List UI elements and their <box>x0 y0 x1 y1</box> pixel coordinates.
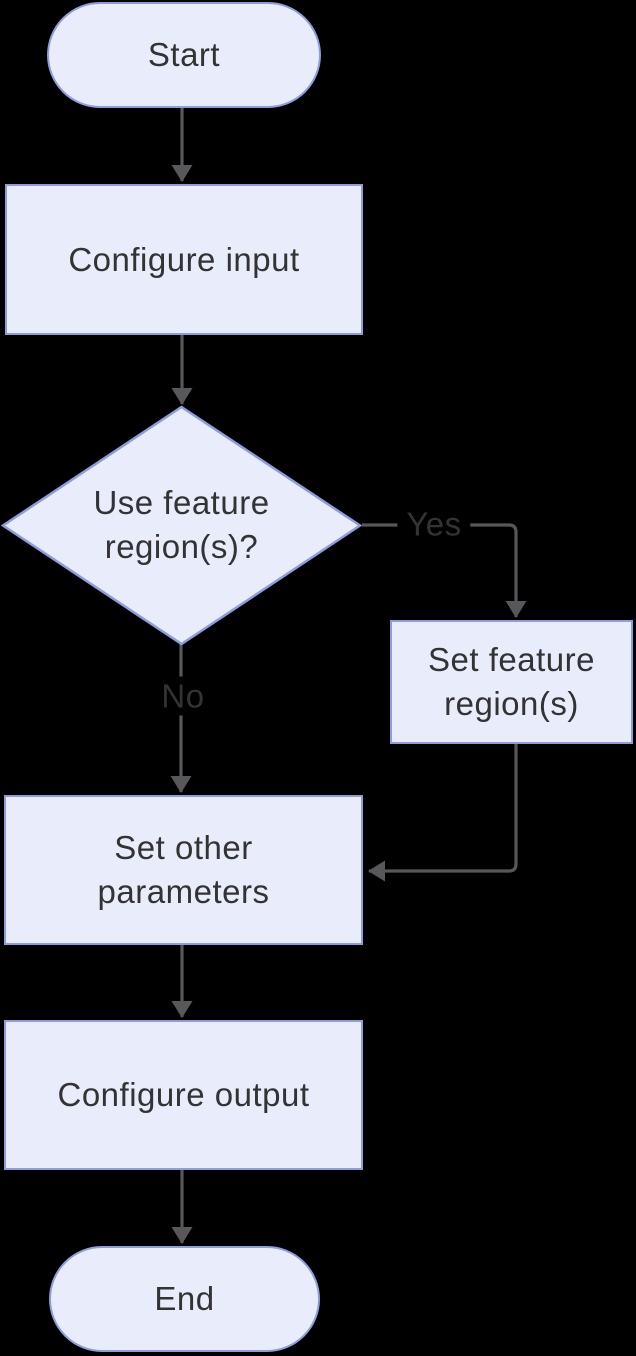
node-configure-output-label: Configure output <box>57 1076 310 1114</box>
edge-label-no: No <box>152 676 214 716</box>
node-configure-input-label: Configure input <box>68 240 300 278</box>
node-set-other-parameters: Set other parameters <box>4 795 363 945</box>
node-use-feature-regions-label: Use feature region(s)? <box>93 484 270 565</box>
node-start: Start <box>47 2 321 108</box>
decision-diamond-shape <box>0 405 363 646</box>
node-set-other-parameters-label: Set other parameters <box>97 829 270 910</box>
node-start-label: Start <box>147 36 221 74</box>
node-set-feature-regions: Set feature region(s) <box>390 620 633 744</box>
node-end-label: End <box>154 1280 215 1318</box>
node-end: End <box>49 1246 320 1352</box>
node-use-feature-regions: Use feature region(s)? <box>41 455 322 595</box>
edge-decision-yes-to-set-feature <box>362 523 527 618</box>
node-configure-input: Configure input <box>5 184 363 335</box>
node-set-feature-regions-label: Set feature region(s) <box>428 641 595 722</box>
edge-label-yes: Yes <box>397 504 471 544</box>
node-configure-output: Configure output <box>4 1020 363 1170</box>
edge-set-feature-to-set-other <box>368 744 518 882</box>
